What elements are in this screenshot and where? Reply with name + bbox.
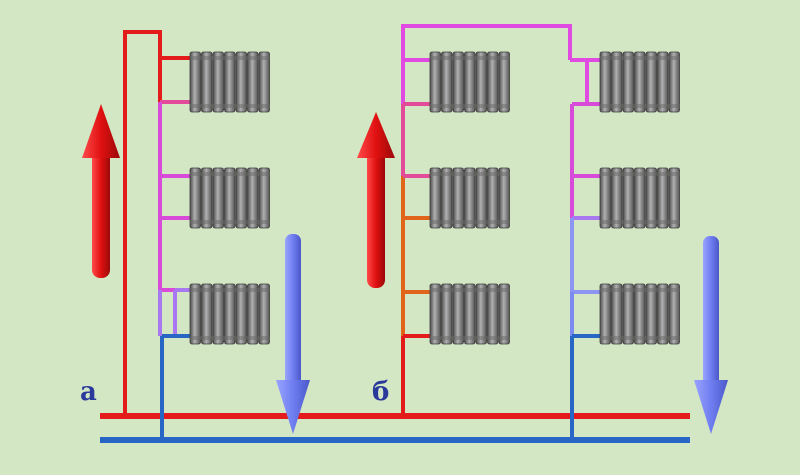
- radiator: [429, 167, 510, 229]
- radiator: [429, 283, 510, 345]
- system-b-top-loop: [401, 24, 572, 60]
- hot-flow-arrow-b: [357, 112, 395, 288]
- cold-flow-arrow-a: [276, 234, 310, 434]
- label-system-b: б: [372, 377, 390, 407]
- radiator: [189, 283, 270, 345]
- radiator: [189, 51, 270, 113]
- system-a-riser: [123, 30, 162, 416]
- radiators-group: [189, 51, 680, 345]
- hot-flow-arrow-a: [82, 104, 120, 278]
- radiator: [599, 51, 680, 113]
- system-a: [123, 30, 190, 440]
- label-system-a: а: [80, 377, 97, 407]
- system-b: [401, 24, 600, 440]
- radiator: [189, 167, 270, 229]
- radiator: [599, 167, 680, 229]
- cold-flow-arrow-b: [694, 236, 728, 434]
- system-a-return-segment: [160, 334, 190, 440]
- radiator: [429, 51, 510, 113]
- radiator: [599, 283, 680, 345]
